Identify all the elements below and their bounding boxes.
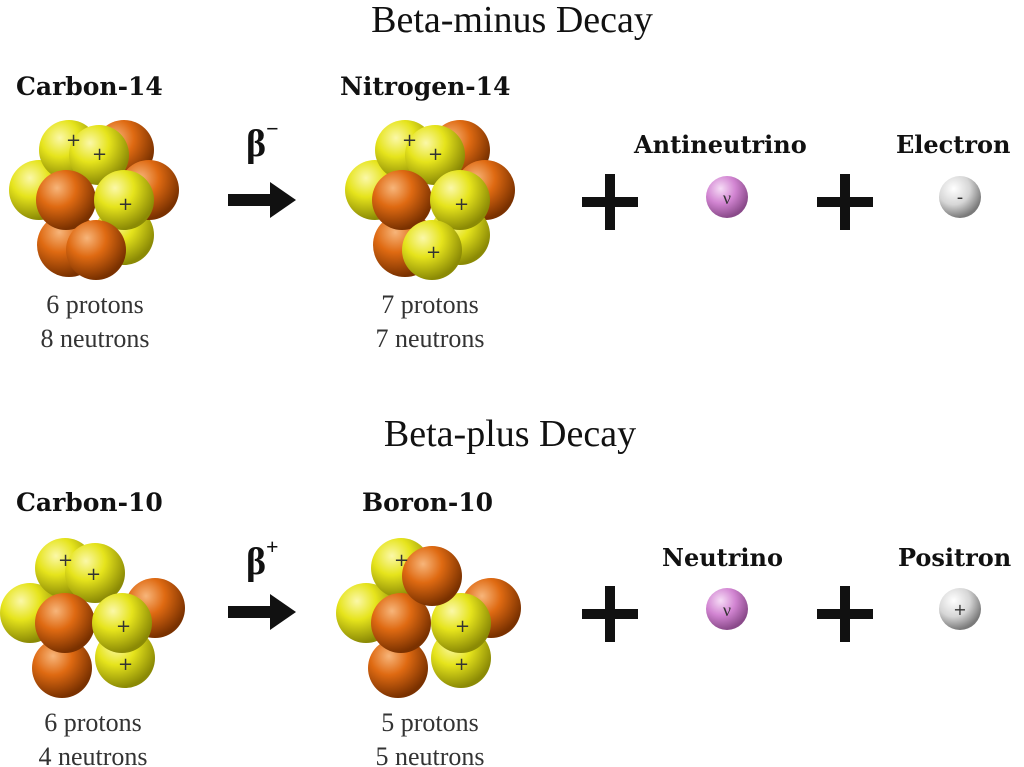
svg-text:+: + xyxy=(66,130,81,151)
proton xyxy=(69,125,129,185)
daughter-label-nitrogen-14: Nitrogen-14 xyxy=(340,72,511,101)
proton-count: 7 protons xyxy=(381,290,479,319)
right-arrow-icon xyxy=(228,182,296,218)
neutron xyxy=(402,546,462,606)
neutron xyxy=(368,638,428,698)
proton xyxy=(94,170,154,230)
proton-count: 6 protons xyxy=(44,708,142,737)
neutron xyxy=(66,220,126,280)
svg-text:ν: ν xyxy=(723,188,731,208)
proton-count: 5 protons xyxy=(381,708,479,737)
beta-minus-title: Beta-minus Decay xyxy=(371,0,653,41)
proton xyxy=(405,125,465,185)
proton xyxy=(431,593,491,653)
plus-icon xyxy=(817,174,873,230)
neutron xyxy=(372,170,432,230)
positron-particle-icon: + xyxy=(939,588,981,630)
proton xyxy=(402,220,462,280)
svg-text:+: + xyxy=(394,550,409,571)
svg-text:+: + xyxy=(92,144,107,165)
neutrino-particle-icon: ν xyxy=(706,588,748,630)
neutrino-label: Neutrino xyxy=(662,543,783,572)
neutron-count: 4 neutrons xyxy=(38,742,148,767)
nitrogen-14-nucleus: + + + + xyxy=(345,120,515,280)
svg-text:+: + xyxy=(454,654,469,675)
svg-text:+: + xyxy=(426,242,441,263)
svg-text:+: + xyxy=(953,600,966,619)
svg-text:+: + xyxy=(402,130,417,151)
antineutrino-label: Antineutrino xyxy=(634,130,807,159)
svg-text:+: + xyxy=(86,564,101,585)
carbon-14-nucleus: + + + xyxy=(9,120,179,280)
plus-icon xyxy=(582,174,638,230)
electron-label: Electron xyxy=(896,130,1011,159)
beta-minus-symbol: β− xyxy=(246,116,279,165)
svg-text:+: + xyxy=(58,550,73,571)
neutron-count: 7 neutrons xyxy=(375,324,485,353)
parent-label-carbon-14: Carbon-14 xyxy=(16,72,163,101)
neutron xyxy=(371,593,431,653)
beta-plus-title: Beta-plus Decay xyxy=(383,413,637,455)
right-arrow-icon xyxy=(228,594,296,630)
carbon-14-counts: 6 protons 8 neutrons xyxy=(10,288,180,356)
neutron-count: 5 neutrons xyxy=(375,742,485,767)
daughter-label-boron-10: Boron-10 xyxy=(362,488,493,517)
svg-text:+: + xyxy=(116,616,131,637)
svg-text:ν: ν xyxy=(723,600,731,620)
proton xyxy=(430,170,490,230)
positron-label: Positron xyxy=(898,543,1012,572)
svg-text:+: + xyxy=(455,616,470,637)
boron-10-nucleus: + + + xyxy=(336,538,521,698)
neutron-count: 8 neutrons xyxy=(40,324,150,353)
neutron xyxy=(35,593,95,653)
carbon-10-counts: 6 protons 4 neutrons xyxy=(8,706,178,767)
beta-plus-symbol: β+ xyxy=(246,534,279,583)
proton xyxy=(65,543,125,603)
carbon-10-nucleus: + + + + xyxy=(0,538,185,698)
electron-particle-icon: - xyxy=(939,176,981,218)
proton-count: 6 protons xyxy=(46,290,144,319)
svg-text:+: + xyxy=(454,194,469,215)
neutron xyxy=(32,638,92,698)
boron-10-counts: 5 protons 5 neutrons xyxy=(345,706,515,767)
neutron xyxy=(36,170,96,230)
svg-text:-: - xyxy=(957,187,964,208)
svg-text:+: + xyxy=(118,654,133,675)
nitrogen-14-counts: 7 protons 7 neutrons xyxy=(345,288,515,356)
parent-label-carbon-10: Carbon-10 xyxy=(16,488,163,517)
antineutrino-particle-icon: ν xyxy=(706,176,748,218)
svg-text:+: + xyxy=(118,194,133,215)
proton xyxy=(92,593,152,653)
plus-icon xyxy=(582,586,638,642)
svg-text:+: + xyxy=(428,144,443,165)
plus-icon xyxy=(817,586,873,642)
